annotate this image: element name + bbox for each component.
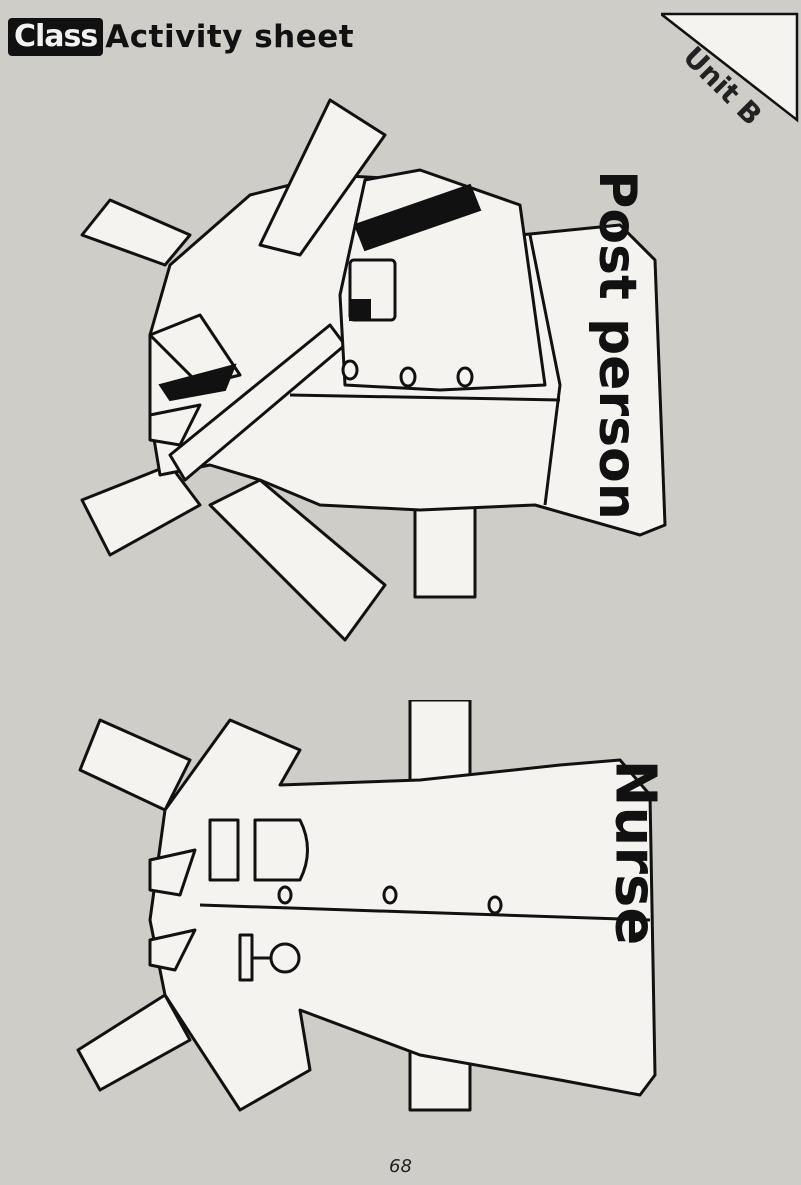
page-title: Activity sheet: [105, 19, 355, 55]
class-badge: Class: [8, 18, 104, 56]
page-number: 68: [389, 1156, 412, 1177]
post-person-label: Post person: [587, 170, 647, 520]
header: Class Activity sheet: [8, 18, 354, 56]
nurse-costume-outline: [76, 700, 657, 1112]
post-person-costume-outline: [80, 98, 667, 642]
nurse-label: Nurse: [602, 759, 668, 946]
unit-corner-tab: [661, 12, 799, 123]
